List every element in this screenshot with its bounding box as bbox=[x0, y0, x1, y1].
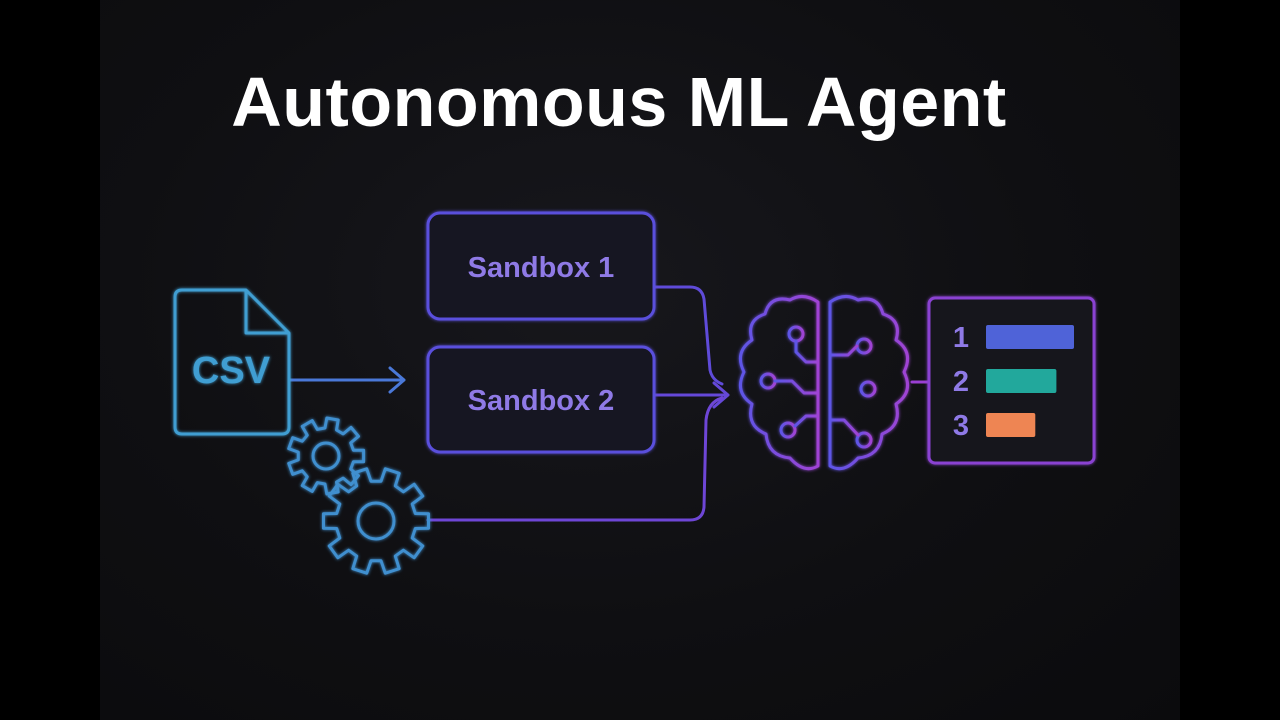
config-connector bbox=[426, 396, 724, 522]
large-gear-icon bbox=[322, 467, 430, 575]
sandbox-2-box bbox=[426, 345, 656, 454]
page-title: Autonomous ML Agent bbox=[231, 63, 1007, 141]
connectors bbox=[288, 285, 930, 522]
rank-number: 1 bbox=[953, 322, 969, 354]
rank-bar bbox=[986, 369, 1057, 393]
csv-file-fold bbox=[244, 290, 289, 335]
csv-file-node: CSV bbox=[173, 288, 291, 436]
sandbox-1-box bbox=[426, 211, 656, 321]
large-gear-hole bbox=[356, 501, 396, 541]
sandbox-2-node: Sandbox 2 bbox=[426, 345, 656, 454]
csv-label: CSV bbox=[192, 350, 271, 392]
sandbox-1-label: Sandbox 1 bbox=[468, 252, 615, 284]
sandbox-1-node: Sandbox 1 bbox=[426, 211, 656, 321]
sandbox-1-connector bbox=[653, 285, 724, 386]
rank-bar bbox=[986, 325, 1074, 349]
brain-circuit-icon bbox=[738, 295, 910, 471]
brain-right-hemisphere bbox=[828, 295, 910, 471]
leaderboard-node: 1 2 3 bbox=[927, 296, 1096, 465]
rank-list: 1 2 3 bbox=[953, 322, 1074, 442]
large-gear-body bbox=[322, 467, 430, 575]
gears-icon bbox=[287, 416, 430, 575]
rank-number: 2 bbox=[953, 366, 969, 398]
csv-to-sandbox-arrow bbox=[288, 366, 406, 394]
small-gear-icon bbox=[287, 416, 366, 496]
small-gear-hole bbox=[311, 441, 341, 471]
rank-bar bbox=[986, 413, 1036, 437]
brain-left-hemisphere bbox=[738, 295, 820, 471]
sandbox-2-label: Sandbox 2 bbox=[468, 385, 615, 417]
small-gear-body bbox=[287, 416, 366, 496]
rank-number: 3 bbox=[953, 410, 969, 442]
sandbox-2-connector bbox=[653, 381, 730, 409]
csv-file-icon bbox=[173, 288, 291, 436]
